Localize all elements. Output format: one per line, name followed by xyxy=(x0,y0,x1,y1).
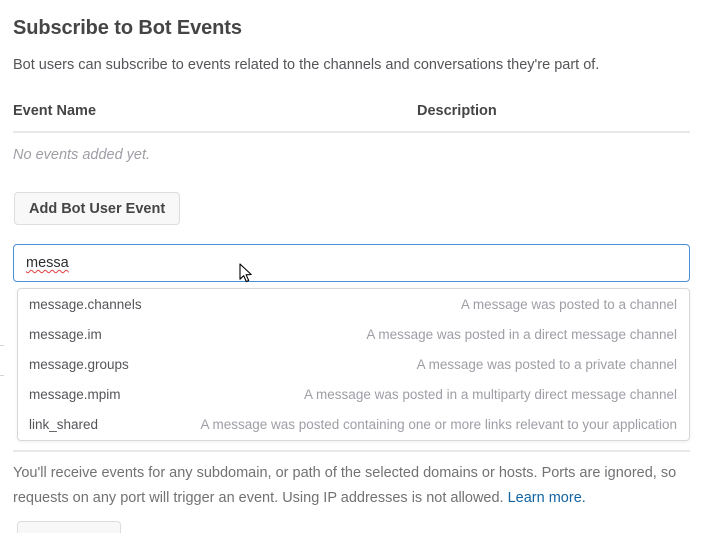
column-header-event-name: Event Name xyxy=(13,103,97,119)
bottom-action-button[interactable] xyxy=(17,521,121,533)
dropdown-option-description: A message was posted in a multiparty dir… xyxy=(304,386,677,402)
list-item[interactable]: message.channels A message was posted to… xyxy=(18,289,689,319)
column-header-description: Description xyxy=(417,103,497,119)
dropdown-option-description: A message was posted in a direct message… xyxy=(366,326,677,342)
event-suggestions-dropdown[interactable]: message.channels A message was posted to… xyxy=(17,288,690,441)
footer-help-text: You'll receive events for any subdomain,… xyxy=(13,461,683,511)
list-item[interactable]: message.im A message was posted in a dir… xyxy=(18,319,689,349)
page-title: Subscribe to Bot Events xyxy=(13,17,242,39)
dropdown-option-description: A message was posted to a channel xyxy=(460,296,677,312)
obscured-content-edge xyxy=(0,345,4,346)
footer-help-text-body: You'll receive events for any subdomain,… xyxy=(13,465,677,506)
learn-more-link[interactable]: Learn more. xyxy=(507,490,586,506)
dropdown-option-name: message.mpim xyxy=(29,386,121,402)
list-item[interactable]: message.mpim A message was posted in a m… xyxy=(18,379,689,409)
table-header-divider xyxy=(13,131,690,133)
list-item[interactable]: link_shared A message was posted contain… xyxy=(18,409,689,439)
add-bot-user-event-button[interactable]: Add Bot User Event xyxy=(14,192,181,225)
event-search-input-value: messa xyxy=(26,255,69,271)
event-search-input[interactable]: messa xyxy=(13,244,690,282)
dropdown-option-name: link_shared xyxy=(29,416,99,432)
list-item[interactable]: message.groups A message was posted to a… xyxy=(18,349,689,379)
empty-state-message: No events added yet. xyxy=(13,147,151,163)
dropdown-option-name: message.channels xyxy=(29,296,142,312)
dropdown-option-name: message.im xyxy=(29,326,102,342)
events-table-header: Event Name Description xyxy=(13,103,690,123)
page-subtitle: Bot users can subscribe to events relate… xyxy=(13,57,600,73)
dropdown-option-name: message.groups xyxy=(29,356,129,372)
dropdown-option-description: A message was posted containing one or m… xyxy=(200,416,677,432)
dropdown-option-description: A message was posted to a private channe… xyxy=(416,356,677,372)
footer-divider xyxy=(13,450,690,452)
obscured-content-edge xyxy=(0,375,4,376)
